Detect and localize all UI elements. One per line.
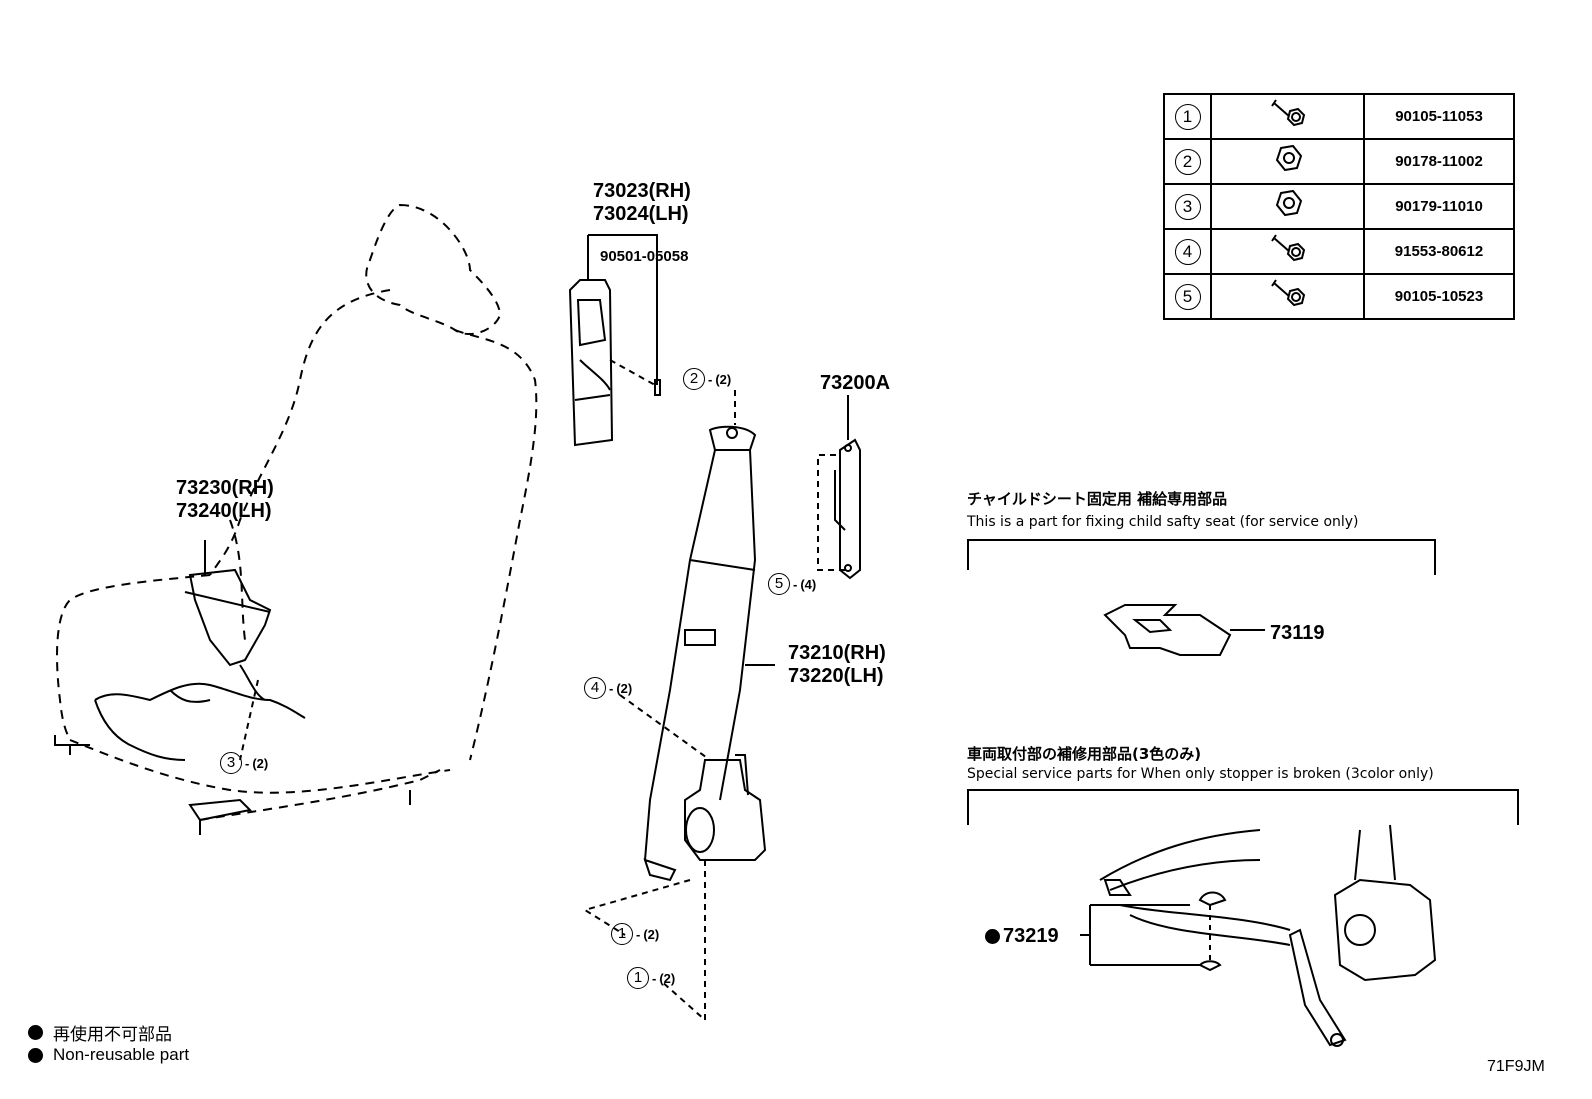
child-section-title-en: This is a part for fixing child safty se… [967, 514, 1359, 530]
child-section-bracket [967, 539, 1436, 575]
stopper-section-bracket [967, 789, 1519, 825]
non-reusable-dot-icon [28, 1025, 43, 1040]
callout-qty: (2) [643, 926, 660, 942]
label-buckle-rh: 73230(RH) [176, 477, 274, 499]
bolt-icon [1270, 99, 1305, 127]
label-clip: 90501-05058 [600, 248, 689, 265]
label-cover-lh: 73024(LH) [593, 203, 689, 225]
diagram-code: 71F9JM [1487, 1058, 1545, 1075]
stopper-detail [1099, 824, 1437, 1047]
callout-qty: (2) [715, 371, 732, 387]
part-number: 90179-11010 [1363, 183, 1515, 230]
stopper-section-title-en: Special service parts for When only stop… [967, 766, 1434, 782]
callout-3: 3-(2) [220, 752, 268, 774]
leader-5 [817, 454, 845, 571]
callout-ref: 4 [584, 677, 606, 699]
callout-ref: 1 [611, 923, 633, 945]
leader-clip [609, 359, 656, 386]
leader-cover [587, 234, 658, 385]
nut-icon [1275, 189, 1302, 217]
callout-qty: (2) [616, 680, 633, 696]
child-section-title-jp: チャイルドシート固定用 補給専用部品 [967, 490, 1228, 508]
callout-4: 4-(2) [584, 677, 632, 699]
leader-bottom [582, 879, 691, 936]
non-reusable-dot-icon [985, 928, 1000, 944]
seat-outline [56, 203, 538, 821]
label-stopper-part: 73219 [985, 925, 1059, 947]
part-number: 90178-11002 [1363, 138, 1515, 185]
callout-ref: 2 [683, 368, 705, 390]
seat-legs [54, 735, 411, 835]
callout-1a: 1-(2) [611, 923, 659, 945]
label-anchor: 73200A [820, 372, 891, 394]
anchor-adjuster [834, 438, 861, 580]
callout-ref: 5 [768, 573, 790, 595]
legend-en-text: Non-reusable part [53, 1045, 190, 1064]
ref-number: 2 [1174, 148, 1201, 175]
ref-number: 3 [1174, 193, 1201, 220]
legend-en: Non-reusable part [28, 1045, 189, 1065]
child-plate [1103, 604, 1232, 656]
leader-buckle-3 [239, 679, 259, 761]
ref-number: 5 [1174, 283, 1201, 310]
label-cover-rh: 73023(RH) [593, 180, 691, 202]
parts-table: 1 90105-11053 2 90178-11002 3 90179-1101… [1163, 93, 1515, 320]
label-child-part: 73119 [1270, 622, 1325, 644]
parts-table-row: 3 90179-11010 [1163, 183, 1515, 230]
label-stopper-part-text: 73219 [1003, 925, 1059, 947]
legend-jp-text: 再使用不可部品 [53, 1025, 172, 1044]
parts-table-row: 1 90105-11053 [1163, 93, 1515, 140]
callout-ref: 3 [220, 752, 242, 774]
leader-73219 [1080, 904, 1200, 966]
parts-table-row: 2 90178-11002 [1163, 138, 1515, 185]
label-belt-rh: 73210(RH) [788, 642, 886, 664]
callout-2: 2-(2) [683, 368, 731, 390]
callout-5: 5-(4) [768, 573, 816, 595]
nut-icon [1275, 144, 1302, 172]
bolt-icon [1270, 234, 1305, 262]
callout-qty: (2) [659, 970, 676, 986]
part-number: 90105-10523 [1363, 273, 1515, 320]
part-number: 91553-80612 [1363, 228, 1515, 275]
ref-number: 4 [1174, 238, 1201, 265]
label-buckle-lh: 73240(LH) [176, 500, 272, 522]
callout-ref: 1 [627, 967, 649, 989]
leader-bottom2 [659, 860, 706, 1023]
label-belt-lh: 73220(LH) [788, 665, 884, 687]
callout-qty: (2) [252, 755, 269, 771]
legend-jp: 再使用不可部品 [28, 1020, 172, 1045]
non-reusable-dot-icon [28, 1047, 43, 1063]
part-number: 90105-11053 [1363, 93, 1515, 140]
bolt-icon [1270, 279, 1305, 307]
buckle-assembly [94, 540, 306, 761]
ref-number: 1 [1174, 103, 1201, 130]
stopper-section-title-jp: 車両取付部の補修用部品(3色のみ) [967, 745, 1202, 763]
seat-belt-retractor [643, 425, 767, 882]
parts-table-row: 5 90105-10523 [1163, 273, 1515, 320]
callout-1b: 1-(2) [627, 967, 675, 989]
parts-table-row: 4 91553-80612 [1163, 228, 1515, 275]
pillar-cover [568, 279, 614, 447]
leader-4 [619, 694, 711, 761]
callout-qty: (4) [800, 576, 817, 592]
